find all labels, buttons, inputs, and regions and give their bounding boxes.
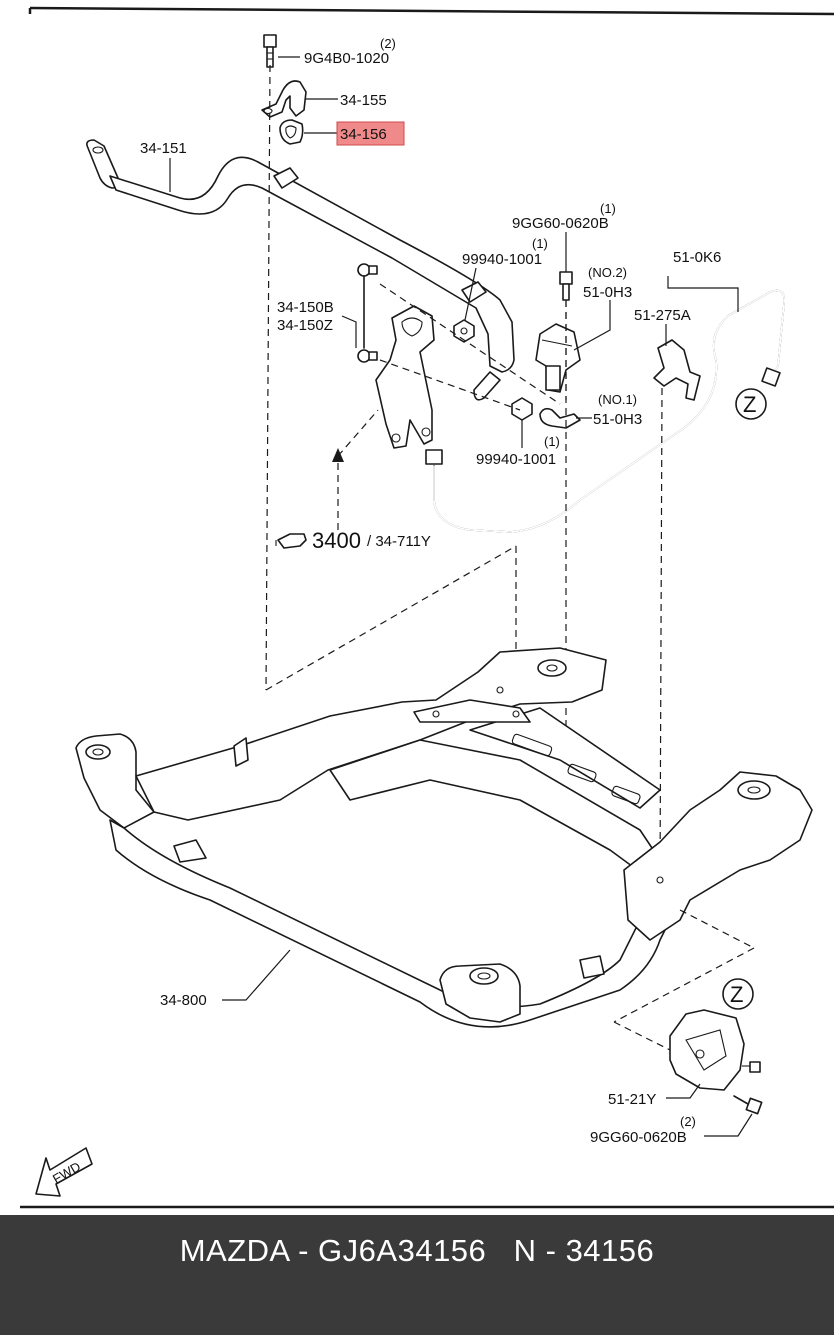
link-end[interactable] <box>473 371 501 401</box>
reference-sub: / 34-711Y <box>367 533 431 550</box>
bracket-275-label: 51-275A <box>634 307 691 324</box>
bushing-34-156[interactable] <box>279 119 304 145</box>
reference-hand-icon <box>275 533 307 549</box>
harness-label: 51-0K6 <box>673 249 721 266</box>
sensor-no1-tag: (NO.1) <box>598 392 637 407</box>
crossmember-label: 34-800 <box>160 992 207 1009</box>
frame-top-border <box>29 6 834 16</box>
sensor-no2-label: 51-0H3 <box>583 284 632 301</box>
reference-arrow <box>332 448 344 462</box>
parts-diagram: (2) 9G4B0-1020 34-155 34-156 34-151 (1) … <box>20 6 834 1209</box>
height-sensor-no2[interactable] <box>535 323 581 393</box>
bracket-34-155[interactable] <box>261 80 307 118</box>
stabilizer-link[interactable] <box>357 263 378 363</box>
bracket-label: 34-155 <box>340 92 387 109</box>
sensor-no1-label: 51-0H3 <box>593 411 642 428</box>
sensor-bracket-label: 51-21Y <box>608 1091 656 1108</box>
crossmember-34-800[interactable] <box>75 647 813 1028</box>
reference-main[interactable]: 3400 <box>312 528 361 553</box>
detail-z-bottom-label: Z <box>730 982 743 1007</box>
bolt-right[interactable] <box>559 271 573 301</box>
stabilizer-bar[interactable] <box>86 139 515 373</box>
bushing-label[interactable]: 34-156 <box>340 126 387 143</box>
exploded-view-drawing: (2) 9G4B0-1020 34-155 34-156 34-151 (1) … <box>20 6 834 1209</box>
bolt-right-qty: (1) <box>600 201 616 216</box>
bolt-top-label: 9G4B0-1020 <box>304 50 389 67</box>
nut-lower-qty: (1) <box>544 434 560 449</box>
nut-lower-label: 99940-1001 <box>476 451 556 468</box>
detail-z-marker-bottom[interactable] <box>722 978 754 1010</box>
sensor-bracket-51-21Y[interactable] <box>669 1009 761 1091</box>
bolt-top-qty: (2) <box>380 36 396 51</box>
footer-part-number: MAZDA - GJ6A34156 N - 34156 <box>179 1233 655 1268</box>
link-z-label: 34-150Z <box>277 317 333 334</box>
bolt-bottom-qty: (2) <box>680 1114 696 1129</box>
fwd-arrow-icon <box>35 1147 93 1197</box>
nut-upper-qty: (1) <box>532 236 548 251</box>
detail-z-top-label: Z <box>743 392 756 417</box>
wiring-harness[interactable] <box>425 289 786 533</box>
bolt-bottom[interactable] <box>733 1095 763 1115</box>
steering-knuckle[interactable] <box>375 305 435 449</box>
detail-z-marker-top[interactable] <box>735 388 767 420</box>
highlight-box <box>336 121 405 146</box>
sensor-no2-tag: (NO.2) <box>588 265 627 280</box>
height-sensor-no1[interactable] <box>539 407 581 429</box>
bracket-51-275A[interactable] <box>653 339 701 401</box>
bolt-bottom-label: 9GG60-0620B <box>590 1129 687 1146</box>
footer-bar: MAZDA - GJ6A34156 N - 34156 <box>0 1215 834 1335</box>
bolt-top[interactable] <box>263 34 277 68</box>
nut-upper-label: 99940-1001 <box>462 251 542 268</box>
nut-lower[interactable] <box>511 397 533 421</box>
link-b-label: 34-150B <box>277 299 334 316</box>
stabilizer-bar-label: 34-151 <box>140 140 187 157</box>
nut-upper[interactable] <box>453 319 475 343</box>
bolt-right-label: 9GG60-0620B <box>512 215 609 232</box>
